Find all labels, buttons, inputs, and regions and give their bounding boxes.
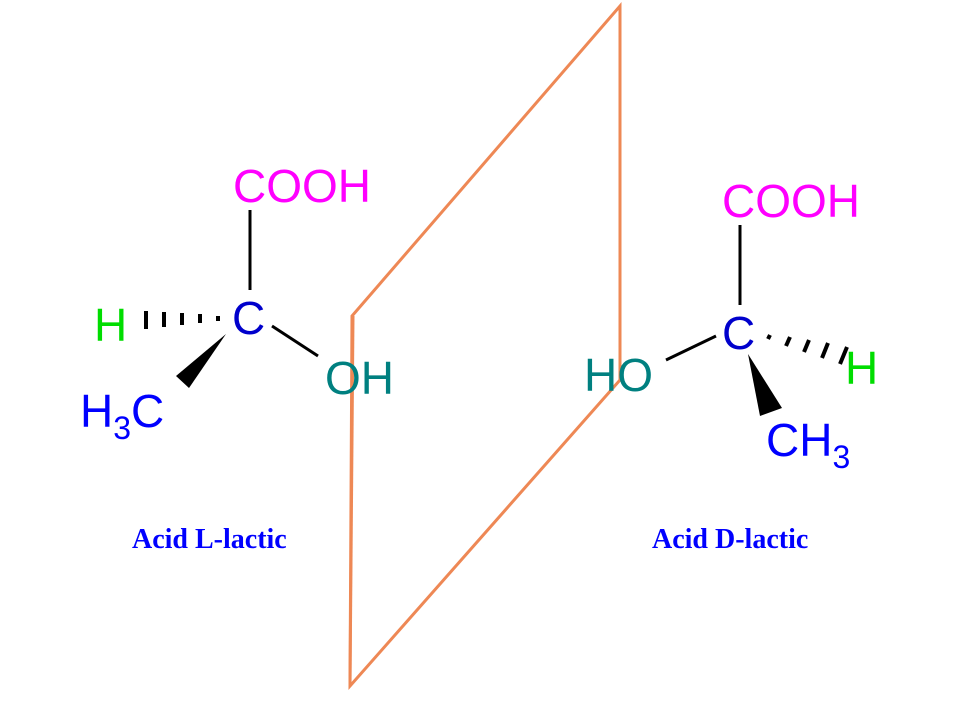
right-wedge-bond-c-ch3 [748, 354, 782, 416]
mirror-plane [348, 1, 622, 690]
left-bond-c-oh [271, 324, 319, 358]
right-methyl-ch: CH [766, 414, 833, 466]
right-caption: Acid D-lactic [652, 524, 809, 555]
left-carbon-label: C [232, 292, 266, 344]
left-hydrogen-label: H [94, 299, 128, 351]
right-carbon-label: C [722, 307, 756, 359]
left-methyl-label: H3C [80, 385, 165, 446]
left-methyl-subscript: 3 [113, 410, 132, 446]
right-methyl-subscript: 3 [832, 439, 851, 475]
left-caption: Acid L-lactic [132, 524, 287, 555]
left-wedge-bond-c-ch3 [176, 334, 226, 388]
left-methyl-h: H [80, 385, 114, 437]
right-hydroxyl-label: HO [584, 349, 653, 401]
left-hashed-bond-c-h [144, 311, 220, 329]
left-methyl-c: C [131, 385, 165, 437]
right-methyl-label: CH3 [766, 414, 850, 475]
left-cooh-label: COOH [233, 160, 371, 212]
right-bond-c-ho [665, 334, 717, 362]
right-hydrogen-label: H [845, 342, 879, 394]
right-hashed-bond-c-h [766, 334, 849, 365]
mirror-plane-front-edge [348, 315, 355, 687]
right-cooh-label: COOH [722, 175, 860, 227]
left-hydroxyl-label: OH [325, 352, 394, 404]
